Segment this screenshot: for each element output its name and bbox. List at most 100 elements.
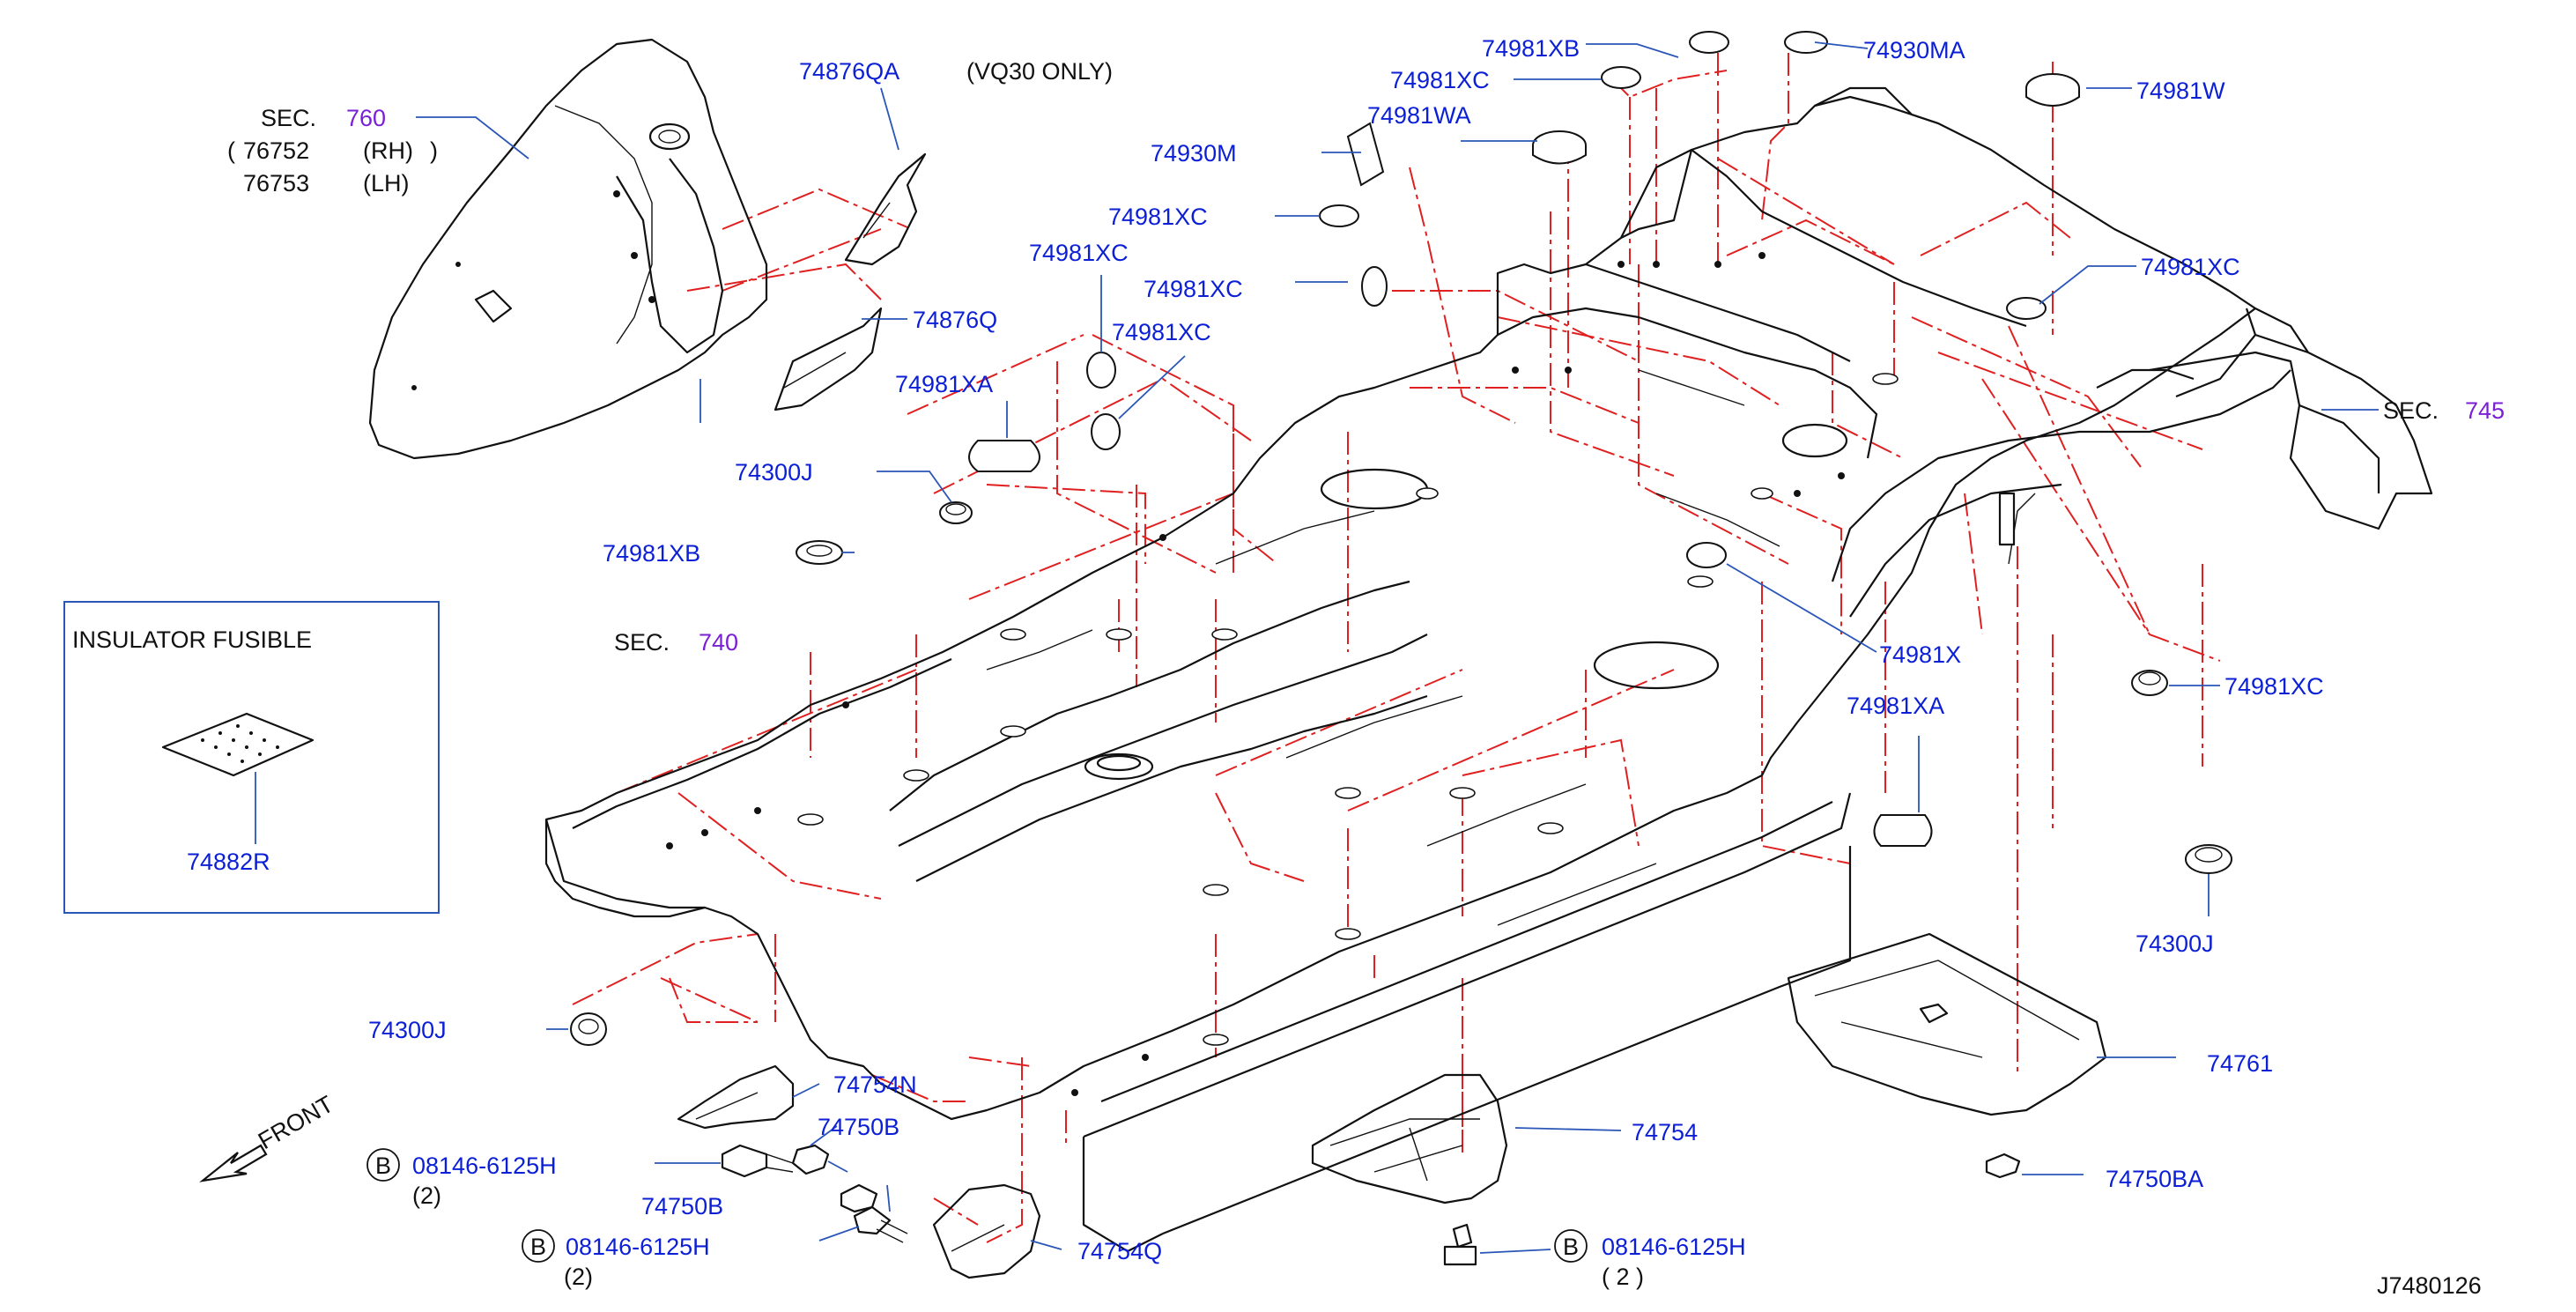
floor-holes xyxy=(666,252,1899,1096)
sec-760-number[interactable]: 760 xyxy=(346,105,386,131)
grommet-74300j-right xyxy=(2185,844,2232,874)
label-74882r[interactable]: 74882R xyxy=(187,849,270,875)
label-74754n[interactable]: 74754N xyxy=(833,1071,917,1098)
label-74750ba[interactable]: 74750BA xyxy=(2106,1166,2203,1192)
plug-74981xc-b xyxy=(1319,204,1359,227)
plug-74981xb-left xyxy=(796,540,843,565)
label-74981xc-low[interactable]: 74981XC xyxy=(2224,673,2324,700)
label-74981wa[interactable]: 74981WA xyxy=(1367,102,1471,129)
insulator-fusible-title: INSULATOR FUSIBLE xyxy=(72,626,312,653)
bolt1-qty: (2) xyxy=(412,1182,441,1209)
plug-74981xc-right xyxy=(2006,297,2047,320)
insulator-74754n xyxy=(677,1064,795,1130)
diagram-code: J7480126 xyxy=(2377,1272,2482,1299)
label-74981w[interactable]: 74981W xyxy=(2136,78,2225,104)
insulator-fusible-sheet xyxy=(161,712,315,777)
plug-74981xb-top xyxy=(1689,31,1729,54)
under-cover-74754 xyxy=(1311,1073,1508,1205)
bolt-08146-6125h-1 xyxy=(721,1144,768,1178)
brace-right: ) xyxy=(430,137,438,164)
bolt3-qty: ( 2 ) xyxy=(1602,1264,1644,1290)
label-74981xc-c[interactable]: 74981XC xyxy=(1029,240,1129,266)
labels: SEC. 760 ( ) 76752 (RH) 76753 (LH) 74876… xyxy=(72,35,2505,1299)
plug-74981xc-e xyxy=(1091,413,1121,450)
bolt2-badge: B xyxy=(530,1234,546,1260)
grommet-74300j-upper xyxy=(939,501,973,524)
plug-74930m xyxy=(1346,122,1385,187)
label-74981xc-d[interactable]: 74981XC xyxy=(1144,276,1243,302)
label-74981xc-a[interactable]: 74981XC xyxy=(1390,67,1490,93)
label-74300j-upper[interactable]: 74300J xyxy=(735,459,813,486)
wheel-house-panel xyxy=(368,38,768,460)
grommet-74300j-left xyxy=(570,1012,607,1046)
plug-74981x xyxy=(1686,542,1727,568)
label-74981xb-left[interactable]: 74981XB xyxy=(603,540,700,567)
insulator-74876q xyxy=(774,307,883,411)
fasteners xyxy=(721,1144,2021,1266)
floor-panel xyxy=(544,86,2433,1253)
phantom-lines xyxy=(572,53,2221,1243)
label-74754q[interactable]: 74754Q xyxy=(1077,1238,1162,1264)
bolt-08146-6125h-3 xyxy=(1452,1223,1473,1249)
side-rh: (RH) xyxy=(363,137,413,164)
label-74981xc-e[interactable]: 74981XC xyxy=(1112,319,1211,345)
plug-74930ma xyxy=(1784,31,1828,54)
side-lh: (LH) xyxy=(363,170,410,196)
plug-74981xc-d xyxy=(1086,352,1116,389)
part-76753: 76753 xyxy=(243,170,309,196)
label-74930m[interactable]: 74930M xyxy=(1151,140,1237,167)
label-74981xb-top[interactable]: 74981XB xyxy=(1482,35,1580,62)
plug-74981xc-low xyxy=(2131,670,2168,696)
insulator-74754q xyxy=(932,1183,1041,1279)
plug-74981wa-side xyxy=(1532,145,1587,165)
plug-74981xc-a xyxy=(1601,66,1641,89)
label-74750b-upper[interactable]: 74750B xyxy=(818,1114,899,1140)
label-74930ma[interactable]: 74930MA xyxy=(1863,37,1965,63)
label-74750b-lower[interactable]: 74750B xyxy=(641,1193,723,1219)
bolt3-badge-circle xyxy=(1554,1229,1588,1263)
label-74876qa[interactable]: 74876QA xyxy=(799,58,899,85)
label-74761[interactable]: 74761 xyxy=(2207,1050,2273,1077)
bolt1-badge: B xyxy=(375,1153,391,1179)
brace-left: ( xyxy=(227,137,235,164)
insulator-74876qa xyxy=(844,152,927,266)
sec-760-prefix: SEC. xyxy=(261,105,316,131)
nut-74750b-upper xyxy=(791,1144,830,1175)
sec-745-prefix: SEC. xyxy=(2383,397,2439,424)
label-74300j-left[interactable]: 74300J xyxy=(368,1017,447,1043)
nut-74750ba xyxy=(1985,1153,2021,1179)
label-74876q[interactable]: 74876Q xyxy=(913,307,997,333)
bolt3-badge: B xyxy=(1563,1234,1579,1260)
bolt2-qty: (2) xyxy=(564,1264,593,1290)
plug-74981xa-right xyxy=(1873,814,1933,847)
label-74754[interactable]: 74754 xyxy=(1632,1119,1698,1145)
label-74981xa-left[interactable]: 74981XA xyxy=(895,371,993,397)
label-vq30-only: (VQ30 ONLY) xyxy=(966,58,1113,85)
insulator-fusible-box xyxy=(63,601,440,914)
label-bolt2-part[interactable]: 08146-6125H xyxy=(566,1234,710,1260)
plug-74981xc-c xyxy=(1361,266,1388,307)
front-label: FRONT xyxy=(254,1091,338,1154)
label-74981x[interactable]: 74981X xyxy=(1879,641,1961,668)
label-bolt3-part[interactable]: 08146-6125H xyxy=(1602,1234,1746,1260)
bolt2-badge-circle xyxy=(522,1229,555,1263)
plug-74981w-side xyxy=(2025,88,2080,107)
label-74981xa-right[interactable]: 74981XA xyxy=(1847,693,1944,719)
front-arrow-icon xyxy=(199,1144,268,1182)
under-cover-74761 xyxy=(1787,932,2107,1116)
bolt-08146-6125h-2 xyxy=(853,1205,892,1235)
leader-lines xyxy=(416,41,2379,1254)
label-74981xc-right[interactable]: 74981XC xyxy=(2141,254,2240,280)
sec-740-prefix: SEC. xyxy=(614,629,670,656)
sec-740-number[interactable]: 740 xyxy=(699,629,738,656)
plugs xyxy=(570,31,2232,1046)
part-76752: 76752 xyxy=(243,137,309,164)
label-bolt1-part[interactable]: 08146-6125H xyxy=(412,1153,557,1179)
sec-745-number[interactable]: 745 xyxy=(2465,397,2505,424)
plug-74981xa-left xyxy=(968,440,1040,472)
label-74981xc-b[interactable]: 74981XC xyxy=(1108,204,1208,230)
label-74300j-right[interactable]: 74300J xyxy=(2136,930,2214,957)
bolt1-badge-circle xyxy=(366,1148,400,1182)
